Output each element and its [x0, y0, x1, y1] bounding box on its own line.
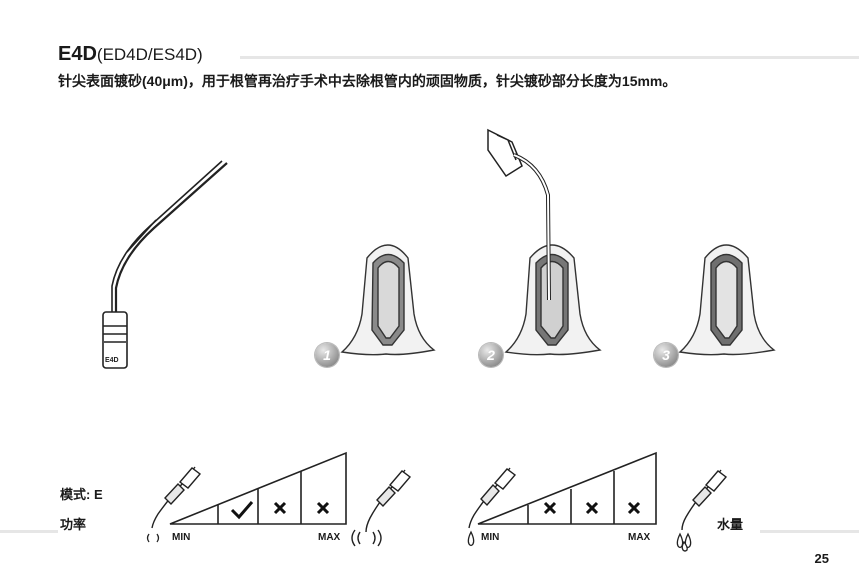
tip-engraving: E4D [105, 357, 119, 364]
page-number: 25 [814, 551, 829, 566]
vibration-high-icon [351, 529, 382, 547]
footer-divider-right [760, 530, 859, 533]
power-cell-3-cross [316, 501, 330, 515]
power-min-label: MIN [172, 532, 191, 543]
model-variants: (ED4D/ES4D) [96, 45, 203, 64]
power-scale-graphic [169, 451, 347, 525]
water-label: 水量 [717, 517, 744, 532]
water-cell-2-cross [585, 501, 599, 515]
tooth-step-2 [504, 244, 602, 356]
water-cell-3-cross [627, 501, 641, 515]
power-label: 功率 [60, 517, 87, 532]
water-scale-graphic [477, 451, 657, 525]
step-badge-1: 1 [315, 343, 339, 367]
water-drop-high-icon [676, 532, 692, 552]
scaler-tip-illustration [102, 160, 228, 369]
handpiece-min-water-icon [468, 467, 517, 529]
handpiece-max-power-icon [365, 469, 412, 533]
product-description: 针尖表面镀砂(40μm)，用于根管再治疗手术中去除根管内的顽固物质，针尖镀砂部分… [58, 73, 677, 89]
header-divider [240, 56, 859, 59]
water-cell-1-cross [543, 501, 557, 515]
step-badge-3: 3 [654, 343, 678, 367]
handpiece-min-power-icon [151, 466, 202, 529]
power-cell-1-check [230, 501, 254, 520]
power-cell-2-cross [273, 501, 287, 515]
vibration-low-icon [146, 533, 160, 543]
footer-divider-left [0, 530, 58, 533]
mode-label: 模式: E [60, 487, 103, 502]
handpiece-max-water-icon [681, 469, 728, 531]
tooth-step-3 [678, 244, 776, 356]
product-heading: E4D(ED4D/ES4D) [58, 44, 203, 65]
water-max-label: MAX [628, 532, 651, 543]
water-drop-low-icon [467, 530, 475, 547]
step-badge-2: 2 [479, 343, 503, 367]
power-max-label: MAX [318, 532, 341, 543]
tooth-step-1 [340, 244, 436, 356]
model-name: E4D [58, 43, 97, 65]
water-min-label: MIN [481, 532, 500, 543]
handpiece-illustration [487, 128, 551, 301]
